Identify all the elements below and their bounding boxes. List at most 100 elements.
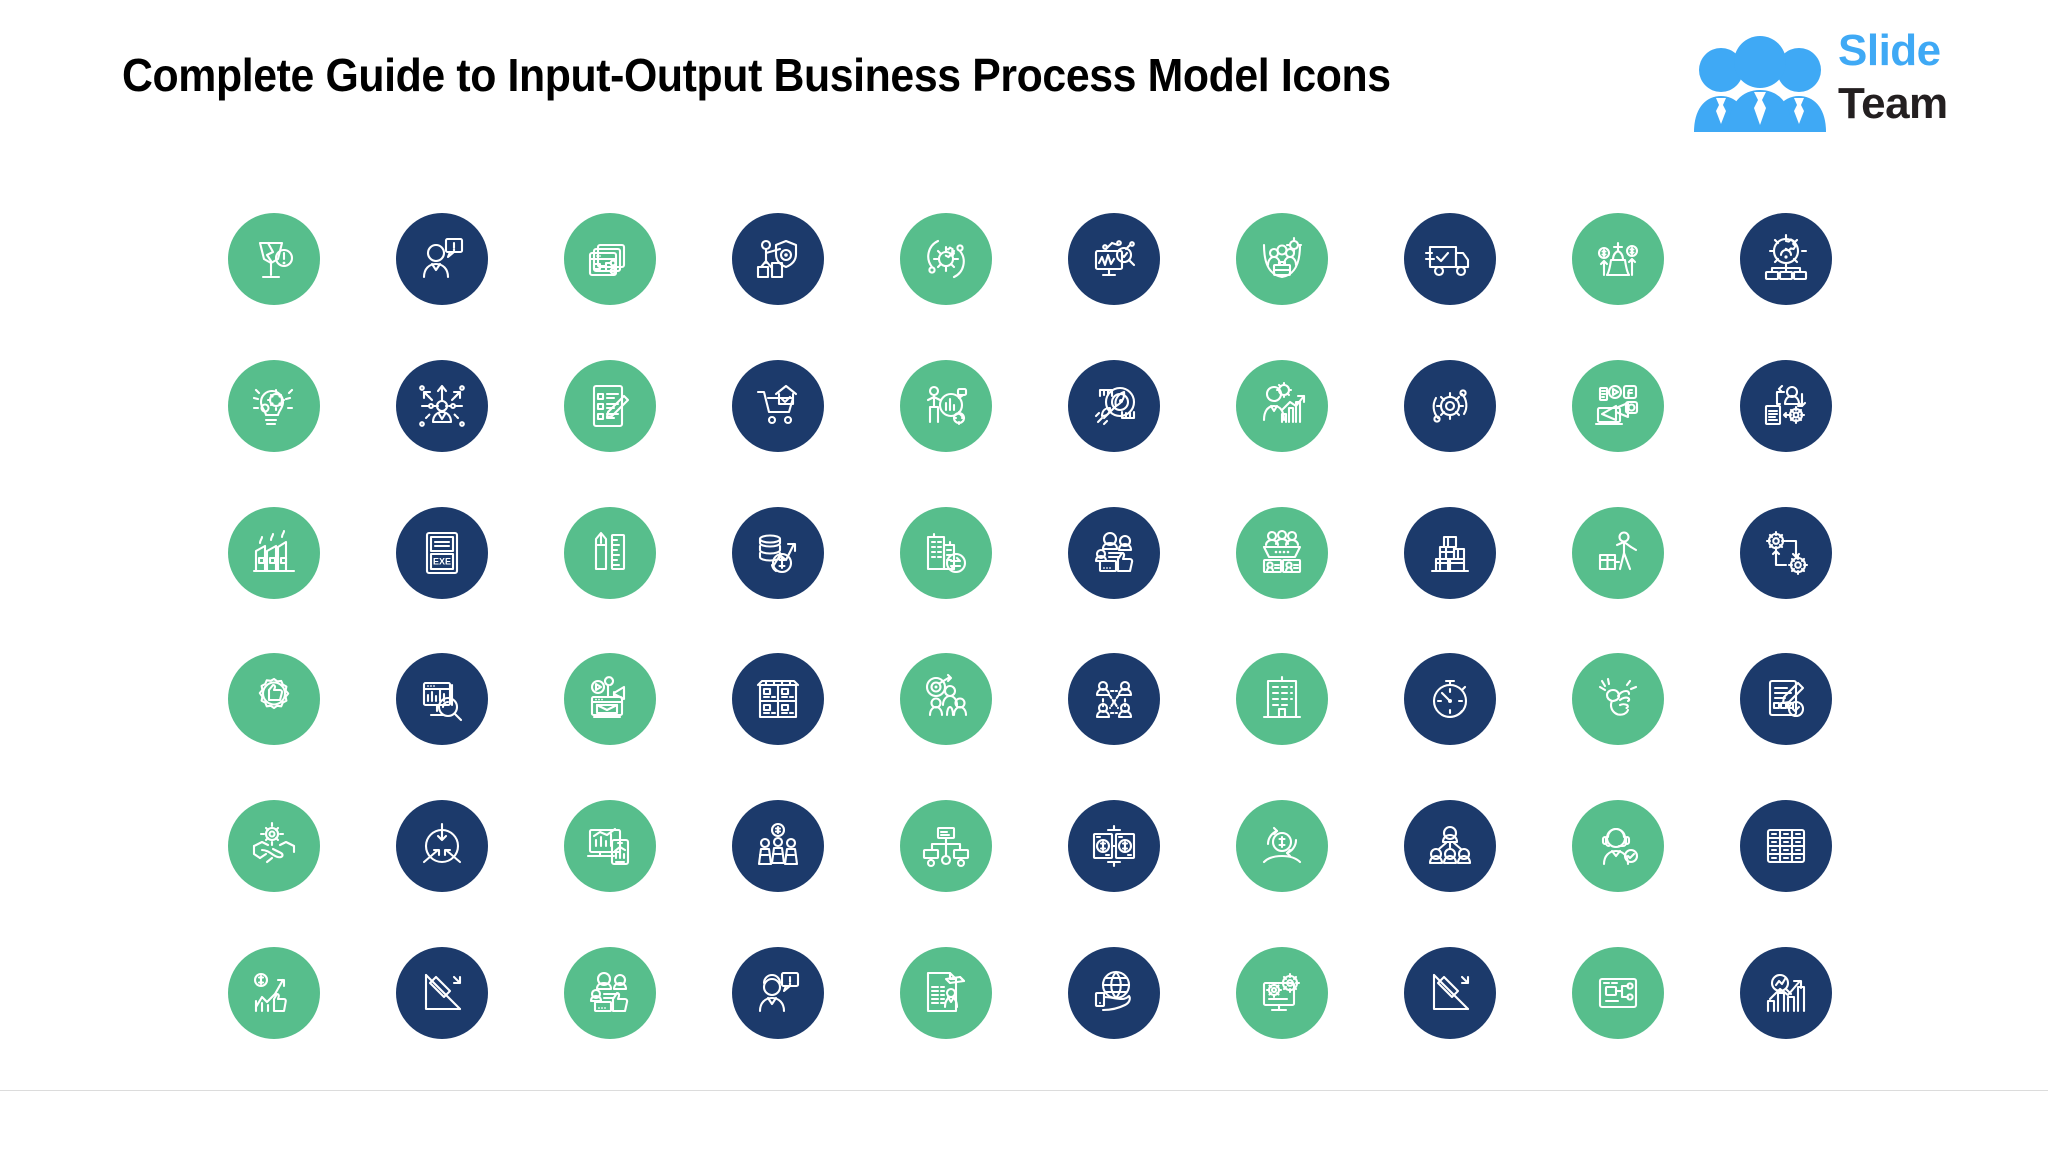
team-briefcase-gear-icon[interactable]: [1236, 213, 1328, 306]
checklist-pen-icon-glyph: [592, 384, 630, 428]
customer-review-thumbs-up-icon[interactable]: [564, 946, 656, 1039]
exe-file-icon[interactable]: EXE: [396, 506, 488, 599]
social-media-megaphone-icon-glyph: [1594, 384, 1639, 426]
coins-growth-arrow-icon[interactable]: [732, 506, 824, 599]
people-network-connect-icon-glyph: [1428, 825, 1472, 865]
team-meeting-table-icon[interactable]: [1236, 506, 1328, 599]
support-agent-headset-icon[interactable]: [1572, 799, 1664, 892]
exe-file-icon-glyph: EXE: [425, 531, 459, 574]
handshake-team-gear-icon[interactable]: [228, 799, 320, 892]
storage-shelves-inventory-icon[interactable]: [732, 653, 824, 746]
delivery-truck-check-icon-glyph: [1424, 246, 1470, 277]
global-finance-dollar-icon[interactable]: [1068, 799, 1160, 892]
office-building-icon-glyph: [1262, 676, 1302, 719]
people-network-connect-icon[interactable]: [1404, 799, 1496, 892]
page-title: Complete Guide to Input-Output Business …: [122, 49, 1391, 101]
gears-process-flow-icon[interactable]: [1740, 506, 1832, 599]
gear-hierarchy-network-icon-glyph: [1764, 234, 1808, 281]
target-team-goal-icon[interactable]: [900, 653, 992, 746]
slideteam-logo[interactable]: Slide Team: [1680, 20, 2010, 138]
people-dollar-funding-icon[interactable]: [732, 799, 824, 892]
three-people-group-icon: [1690, 36, 1830, 132]
browser-windows-network-icon[interactable]: [564, 213, 656, 306]
hand-globe-network-icon[interactable]: [1068, 946, 1160, 1039]
ok-hand-gesture-icon[interactable]: [1572, 653, 1664, 746]
declining-chart-down-arrow-icon[interactable]: [1404, 946, 1496, 1039]
footer-divider: [0, 1090, 2048, 1091]
broken-glass-warning-icon-glyph: [258, 242, 294, 279]
person-shield-security-icon-glyph: [756, 240, 798, 279]
person-box-delivery-icon-glyph: [1598, 531, 1638, 570]
logo-wordmark: Slide Team: [1838, 24, 2010, 136]
shopping-cart-home-check-icon[interactable]: [732, 359, 824, 452]
logo-word-slide: Slide: [1838, 26, 1941, 75]
person-gear-growth-chart-icon[interactable]: [1236, 359, 1328, 452]
support-agent-headset-icon-glyph: [1601, 827, 1639, 866]
person-magnifier-chart-icon[interactable]: [900, 359, 992, 452]
storage-shelves-inventory-icon-glyph: [756, 680, 800, 719]
icon-grid: EXE: [190, 186, 1870, 1066]
customer-feedback-thumbs-up-icon[interactable]: [1068, 506, 1160, 599]
org-chart-hierarchy-icon[interactable]: [900, 799, 992, 892]
document-checklist-edit-icon[interactable]: [1740, 653, 1832, 746]
browser-windows-network-icon-glyph: [588, 244, 626, 277]
monitor-gears-settings-icon[interactable]: [1236, 946, 1328, 1039]
gear-orbit-settings-icon[interactable]: [1404, 359, 1496, 452]
team-briefcase-gear-icon-glyph: [1262, 237, 1303, 279]
factory-industry-icon[interactable]: [228, 506, 320, 599]
growth-chart-magnifier-icon[interactable]: [1740, 946, 1832, 1039]
thumbs-up-badge-icon-glyph: [258, 678, 290, 710]
global-finance-dollar-icon-glyph: [1092, 824, 1136, 868]
digital-marketing-email-icon[interactable]: [564, 653, 656, 746]
stopwatch-speed-icon-glyph: [1432, 680, 1468, 719]
checklist-pen-icon[interactable]: [564, 359, 656, 452]
people-dollar-funding-icon-glyph: [757, 822, 799, 866]
stacked-boxes-warehouse-icon-glyph: [1430, 535, 1470, 572]
monitor-magnifier-analytics-icon[interactable]: [396, 653, 488, 746]
monitor-mobile-chart-icon[interactable]: [564, 799, 656, 892]
gears-process-flow-icon-glyph: [1765, 530, 1809, 575]
businessman-speech-alert-icon-glyph: [758, 971, 800, 1012]
buildings-exchange-icon[interactable]: [900, 506, 992, 599]
monitor-magnifier-analytics-icon-glyph: [422, 682, 463, 722]
report-document-person-icon[interactable]: [900, 946, 992, 1039]
pencil-ruler-design-icon[interactable]: [564, 506, 656, 599]
delivery-truck-check-icon[interactable]: [1404, 213, 1496, 306]
logo-word-team: Team: [1838, 79, 1948, 128]
circuit-board-device-icon[interactable]: [1572, 946, 1664, 1039]
businessman-speech-alert-icon[interactable]: [732, 946, 824, 1039]
document-checklist-edit-icon-glyph: [1768, 680, 1805, 718]
dollar-growth-hand-chart-icon[interactable]: [228, 946, 320, 1039]
customer-feedback-thumbs-up-icon-glyph: [1094, 531, 1134, 572]
shopping-cart-home-check-icon-glyph: [756, 384, 798, 425]
person-multiple-arrows-icon[interactable]: [396, 359, 488, 452]
stopwatch-speed-icon[interactable]: [1404, 653, 1496, 746]
office-building-icon[interactable]: [1236, 653, 1328, 746]
social-media-megaphone-icon[interactable]: [1572, 359, 1664, 452]
thumbs-up-badge-icon[interactable]: [228, 653, 320, 746]
document-person-gear-flow-icon-glyph: [1764, 384, 1807, 426]
gear-hierarchy-network-icon[interactable]: [1740, 213, 1832, 306]
rocket-target-launch-icon[interactable]: [1068, 359, 1160, 452]
slide-header: Complete Guide to Input-Output Business …: [0, 0, 2048, 160]
broken-glass-warning-icon[interactable]: [228, 213, 320, 306]
coins-growth-arrow-icon-glyph: [758, 534, 797, 573]
arrows-converge-focus-icon-glyph: [422, 822, 462, 864]
ok-hand-gesture-icon-glyph: [1598, 678, 1638, 717]
gear-process-cycle-icon[interactable]: [900, 213, 992, 306]
lightbulb-gear-idea-icon[interactable]: [228, 359, 320, 452]
document-person-gear-flow-icon[interactable]: [1740, 359, 1832, 452]
stacked-boxes-warehouse-icon[interactable]: [1404, 506, 1496, 599]
declining-chart-down-arrow-icon[interactable]: [396, 946, 488, 1039]
declining-chart-down-arrow-icon-glyph: [424, 973, 462, 1010]
arrows-converge-focus-icon[interactable]: [396, 799, 488, 892]
hand-dollar-recycle-icon[interactable]: [1236, 799, 1328, 892]
person-shield-security-icon[interactable]: [732, 213, 824, 306]
network-people-connection-icon[interactable]: [1068, 653, 1160, 746]
spreadsheet-table-icon[interactable]: [1740, 799, 1832, 892]
chess-king-dollar-growth-icon[interactable]: [1572, 213, 1664, 306]
monitor-data-analysis-icon[interactable]: [1068, 213, 1160, 306]
person-box-delivery-icon[interactable]: [1572, 506, 1664, 599]
person-alert-speech-bubble-icon[interactable]: [396, 213, 488, 306]
